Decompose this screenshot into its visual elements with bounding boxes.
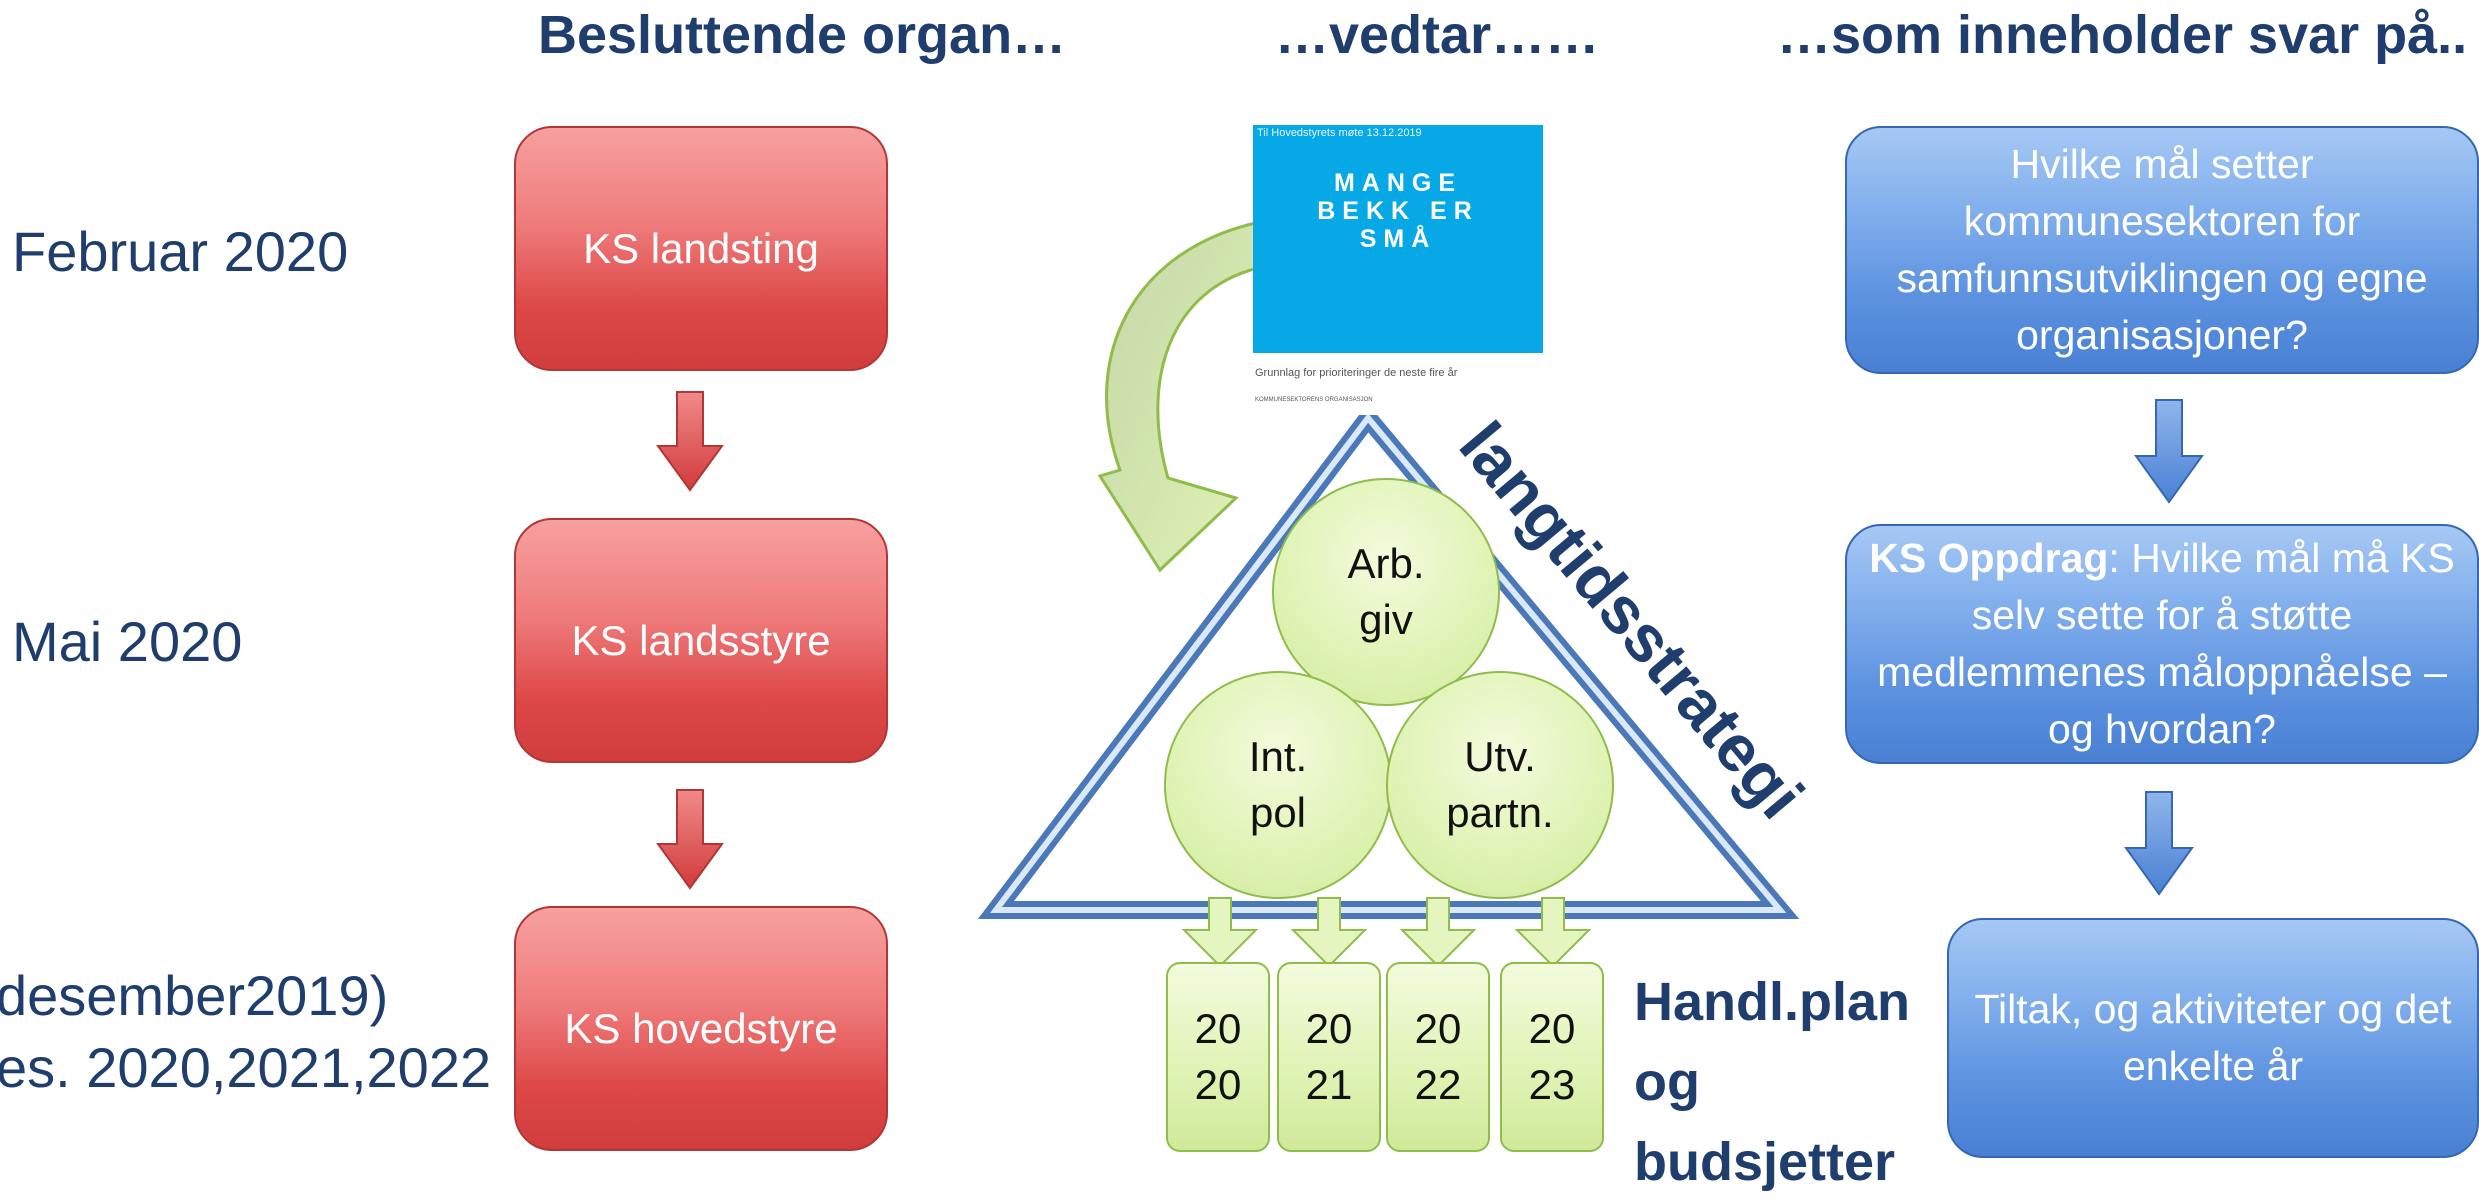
green-arrow-down-icon (1181, 897, 1259, 968)
answer-box-municipal-goals: Hvilke mål setter kommunesektoren for sa… (1845, 126, 2479, 374)
box-ks-hovedstyre: KS hovedstyre (514, 906, 888, 1151)
pillar-employer-circle: Arb. giv (1272, 478, 1500, 706)
green-arrow-down-icon (1514, 897, 1592, 968)
ks-mission-bold-label: KS Oppdrag (1869, 535, 2109, 581)
green-arrow-down-icon (1399, 897, 1477, 968)
pillar-employer-label: Arb. giv (1347, 540, 1425, 643)
green-arrow-down-icon (1290, 897, 1368, 968)
blue-arrow-down-icon (2124, 791, 2194, 896)
year-2023-label: 20 23 (1528, 1005, 1576, 1108)
red-arrow-down-icon (656, 391, 724, 492)
document-meeting-note: Til Hovedstyrets møte 13.12.2019 (1257, 127, 1422, 139)
diagram-graphics (656, 220, 2204, 968)
document-title: MANGE BEKK ER SMÅ (1317, 169, 1479, 253)
box-ks-landsstyre-label: KS landsstyre (571, 616, 831, 664)
answer-municipal-goals-text: Hvilke mål setter kommunesektoren for sa… (1896, 141, 2428, 358)
strategy-document-thumbnail: Til Hovedstyrets møte 13.12.2019 MANGE B… (1253, 125, 1543, 415)
year-box-2020: 20 20 (1166, 962, 1270, 1152)
pillar-interest-policy-label: Int. pol (1248, 733, 1308, 836)
box-ks-hovedstyre-label: KS hovedstyre (564, 1004, 838, 1052)
year-box-2023: 20 23 (1500, 962, 1604, 1152)
year-2020-label: 20 20 (1194, 1005, 1242, 1108)
year-2022-label: 20 22 (1414, 1005, 1462, 1108)
blue-arrow-down-icon (2134, 399, 2204, 504)
box-ks-landsting-label: KS landsting (583, 224, 819, 272)
curved-arrow-icon (1097, 220, 1262, 573)
ks-mission-question: : Hvilke mål må KS selv sette for å støt… (1877, 535, 2455, 752)
answer-box-actions: Tiltak, og aktiviteter og det enkelte år (1947, 918, 2479, 1158)
pillar-development-partner-label: Utv. partn. (1446, 733, 1554, 836)
document-cover: Til Hovedstyrets møte 13.12.2019 MANGE B… (1253, 125, 1543, 353)
box-ks-landsstyre: KS landsstyre (514, 518, 888, 763)
year-2021-label: 20 21 (1305, 1005, 1353, 1108)
action-plan-budget-label: Handl.plan og budsjetter (1634, 972, 1911, 1192)
year-box-2022: 20 22 (1386, 962, 1490, 1152)
date-may-2020: Mai 2020 (12, 610, 243, 673)
heading-decision-body: Besluttende organ… (538, 5, 1067, 65)
heading-contains-answers: …som inneholder svar på.. (1777, 5, 2468, 65)
pillar-interest-policy-circle: Int. pol (1164, 671, 1392, 899)
date-december-2019: desember2019) (0, 964, 389, 1027)
document-organisation: KOMMUNESEKTORENS ORGANISASJON (1255, 397, 1373, 403)
heading-adopts: …vedtar…… (1275, 5, 1600, 65)
strategy-triangle (977, 403, 1800, 919)
pillar-development-partner-circle: Utv. partn. (1386, 671, 1614, 899)
answer-ks-mission-text: KS Oppdrag: Hvilke mål må KS selv sette … (1867, 530, 2457, 758)
year-box-2021: 20 21 (1277, 962, 1381, 1152)
date-february-2020: Februar 2020 (12, 220, 349, 283)
answer-actions-text: Tiltak, og aktiviteter og det enkelte år (1974, 986, 2452, 1089)
date-years-2020-2022: es. 2020,2021,2022 (0, 1036, 492, 1099)
red-arrow-down-icon (656, 789, 724, 890)
answer-box-ks-mission: KS Oppdrag: Hvilke mål må KS selv sette … (1845, 524, 2479, 764)
box-ks-landsting: KS landsting (514, 126, 888, 371)
document-subtitle: Grunnlag for prioriteringer de neste fir… (1255, 367, 1458, 379)
